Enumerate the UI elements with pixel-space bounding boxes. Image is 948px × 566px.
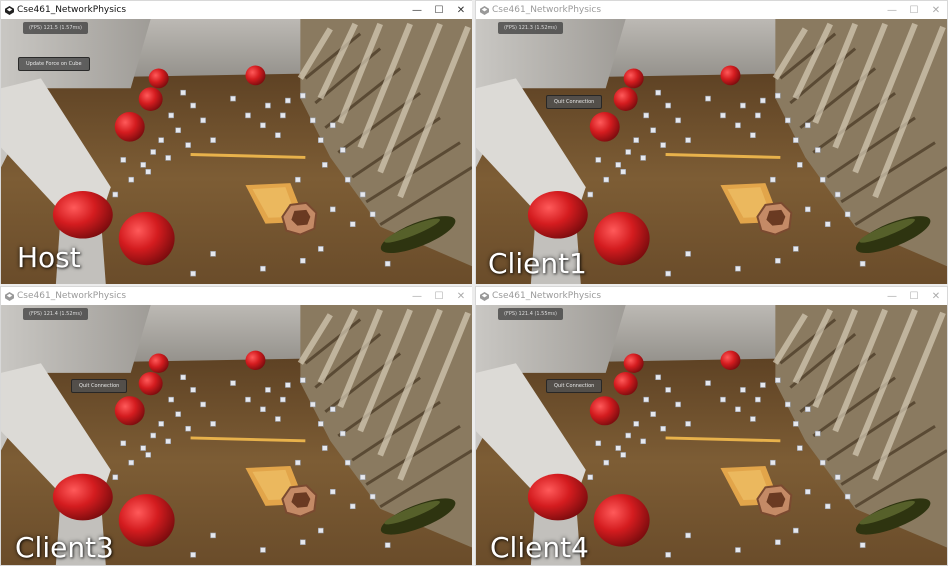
unity-icon [4,5,14,15]
close-icon[interactable]: ✕ [456,4,466,16]
horizontal-divider [0,284,948,286]
left-pillar [476,363,586,500]
cannon [380,216,456,254]
quit-connection-button[interactable]: Quit Connection [546,379,603,393]
red-balls [527,350,741,547]
stair-highlights [772,308,946,481]
vertical-divider [472,0,475,566]
window-title: Cse461_NetworkPhysics [492,291,602,301]
unity-icon [479,291,489,301]
window-title: Cse461_NetworkPhysics [492,5,602,15]
left-pillar [1,363,111,500]
quit-connection-button[interactable]: Quit Connection [71,379,128,393]
left-wall [1,305,151,451]
fps-stats: (FPS) 121.4 (1.55ms) [498,308,563,320]
scene-container[interactable]: (FPS) 121.3 (1.52ms) Quit Connection Cli… [476,19,947,284]
role-label: Client4 [490,531,589,564]
scene-container[interactable]: (FPS) 121.4 (1.52ms) Quit Connection Cli… [1,305,472,565]
client4-window[interactable]: Cse461_NetworkPhysics — ☐ ✕ [475,286,948,566]
center-line [190,152,306,159]
red-balls [52,350,266,547]
red-balls [52,65,266,266]
scene-container[interactable]: (FPS) 121.5 (1.57ms) Update Force on Cub… [1,19,472,284]
left-pillar [476,78,586,217]
unity-icon [4,291,14,301]
center-line [665,436,781,443]
client3-window[interactable]: Cse461_NetworkPhysics — ☐ ✕ [0,286,473,566]
game-viewport[interactable] [476,19,947,284]
host-window[interactable]: Cse461_NetworkPhysics — ☐ ✕ [0,0,473,285]
maximize-icon[interactable]: ☐ [909,4,919,16]
stair-highlights [772,22,946,199]
fps-stats: (FPS) 121.3 (1.52ms) [498,22,563,34]
stair-highlights [297,308,471,481]
game-viewport[interactable] [1,19,472,284]
maximize-icon[interactable]: ☐ [434,4,444,16]
update-force-button[interactable]: Update Force on Cube [18,57,90,71]
minimize-icon[interactable]: — [412,4,422,16]
stair-highlights [297,22,471,199]
cannon [380,498,456,535]
role-label: Client1 [488,247,587,280]
physics-cubes [587,89,866,277]
close-icon[interactable]: ✕ [931,4,941,16]
red-balls [527,65,741,266]
window-title: Cse461_NetworkPhysics [17,291,127,301]
scene-container[interactable]: (FPS) 121.4 (1.55ms) Quit Connection Cli… [476,305,947,565]
physics-cubes [587,374,866,558]
quit-connection-button[interactable]: Quit Connection [546,95,603,109]
left-wall [476,305,626,451]
left-wall [1,19,151,168]
center-line [190,436,306,443]
left-wall [476,19,626,168]
cannon [855,498,931,535]
game-viewport[interactable] [1,305,472,565]
close-icon[interactable]: ✕ [456,290,466,302]
physics-cubes [112,89,391,277]
client1-window[interactable]: Cse461_NetworkPhysics — ☐ ✕ [475,0,948,285]
minimize-icon[interactable]: — [887,4,897,16]
close-icon[interactable]: ✕ [931,290,941,302]
game-viewport[interactable] [476,305,947,565]
center-line [665,152,781,159]
window-title: Cse461_NetworkPhysics [17,5,127,15]
minimize-icon[interactable]: — [887,290,897,302]
maximize-icon[interactable]: ☐ [909,290,919,302]
window-titlebar[interactable]: Cse461_NetworkPhysics — ☐ ✕ [1,1,472,19]
role-label: Host [17,241,81,274]
left-pillar [1,78,111,217]
role-label: Client3 [15,531,114,564]
window-titlebar[interactable]: Cse461_NetworkPhysics — ☐ ✕ [1,287,472,305]
maximize-icon[interactable]: ☐ [434,290,444,302]
window-titlebar[interactable]: Cse461_NetworkPhysics — ☐ ✕ [476,1,947,19]
unity-icon [479,5,489,15]
fps-stats: (FPS) 121.5 (1.57ms) [23,22,88,34]
cannon [855,216,931,254]
minimize-icon[interactable]: — [412,290,422,302]
window-titlebar[interactable]: Cse461_NetworkPhysics — ☐ ✕ [476,287,947,305]
physics-cubes [112,374,391,558]
fps-stats: (FPS) 121.4 (1.52ms) [23,308,88,320]
